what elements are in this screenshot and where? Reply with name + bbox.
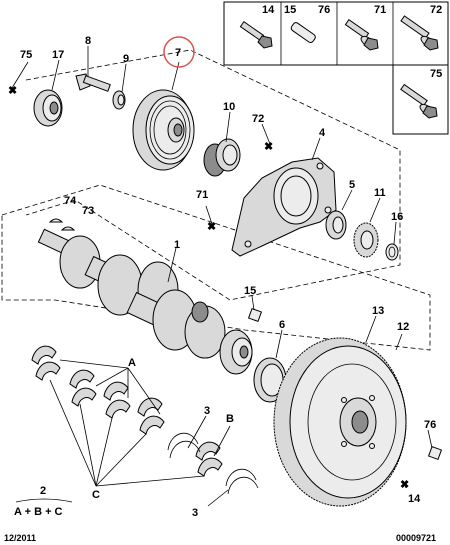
part-73-74-keys — [48, 218, 76, 231]
label-6: 6 — [279, 319, 285, 331]
bearing-shells-group-b — [195, 441, 223, 477]
formula-text: A + B + C — [14, 506, 63, 518]
part-15-dowel — [247, 307, 263, 323]
label-8: 8 — [85, 35, 91, 47]
label-3-lower: 3 — [192, 507, 198, 519]
assembly-dashed-frames — [1, 49, 431, 351]
formula-part-number: 2 — [40, 485, 46, 497]
label-4: 4 — [319, 127, 326, 139]
legend-label-76: 76 — [318, 4, 330, 16]
part-10-timing-sprocket — [203, 138, 241, 177]
part-17-damper-hub — [33, 89, 63, 127]
part-8-bolt — [75, 73, 111, 92]
formula-block: 2 A + B + C — [14, 485, 73, 518]
bolt-icon-72 — [400, 15, 439, 51]
bolt-icon-75 — [400, 83, 438, 119]
cross-marker-75: ✖ — [8, 85, 17, 97]
label-17: 17 — [52, 49, 64, 61]
part-11-gear — [353, 222, 379, 258]
fastener-legend-table: 14 15 76 71 72 75 — [223, 1, 449, 135]
legend-label-72: 72 — [430, 4, 442, 16]
cross-marker-71: ✖ — [207, 221, 216, 233]
sleeve-icon-15 — [290, 22, 316, 44]
bearing-shells-group-a — [31, 345, 165, 435]
part-16-ring — [385, 243, 399, 261]
footer-date: 12/2011 — [4, 533, 36, 543]
label-1: 1 — [174, 239, 180, 251]
bolt-icon-14 — [239, 20, 273, 49]
flanged-bolt-icon-71 — [344, 18, 379, 51]
label-16: 16 — [391, 211, 403, 223]
part-7-crankshaft-pulley — [132, 89, 195, 171]
label-72: 72 — [252, 113, 264, 125]
part-9-washer — [112, 90, 126, 110]
label-73: 73 — [82, 205, 94, 217]
label-75: 75 — [20, 49, 32, 61]
leader-lines — [11, 46, 433, 507]
label-7: 7 — [175, 47, 181, 59]
label-10: 10 — [223, 101, 235, 113]
part-1-crankshaft — [37, 228, 253, 375]
cross-marker-14: ✖ — [400, 479, 409, 491]
legend-label-14: 14 — [262, 4, 275, 16]
label-74: 74 — [64, 195, 77, 207]
label-B: B — [226, 413, 234, 425]
label-9: 9 — [123, 53, 129, 65]
label-13: 13 — [372, 305, 384, 317]
label-3-upper: 3 — [204, 405, 210, 417]
part-12-13-flywheel — [273, 337, 407, 507]
part-4-seal-housing — [231, 157, 337, 257]
legend-label-15: 15 — [284, 4, 296, 16]
legend-label-75: 75 — [430, 68, 442, 80]
label-12: 12 — [397, 321, 409, 333]
label-A: A — [128, 357, 136, 369]
label-C: C — [92, 489, 100, 501]
part-6-rear-seal — [253, 357, 287, 403]
label-5: 5 — [349, 179, 355, 191]
highlight-circle-part-7 — [163, 36, 195, 68]
legend-label-71: 71 — [374, 4, 386, 16]
label-11: 11 — [374, 187, 386, 199]
part-5-oil-seal — [325, 210, 347, 240]
cross-markers: ✖ ✖ ✖ ✖ — [8, 85, 409, 491]
label-71: 71 — [196, 189, 208, 201]
label-76: 76 — [424, 419, 436, 431]
label-14: 14 — [408, 493, 421, 505]
part-76-dowel — [427, 445, 443, 461]
label-15: 15 — [244, 285, 256, 297]
part-labels: 75 17 8 9 7 10 72 4 5 11 16 71 74 73 1 1… — [20, 35, 436, 519]
cross-marker-72: ✖ — [264, 141, 273, 153]
thrust-washers-part-3 — [167, 432, 259, 495]
footer-code: 00009721 — [396, 533, 436, 543]
